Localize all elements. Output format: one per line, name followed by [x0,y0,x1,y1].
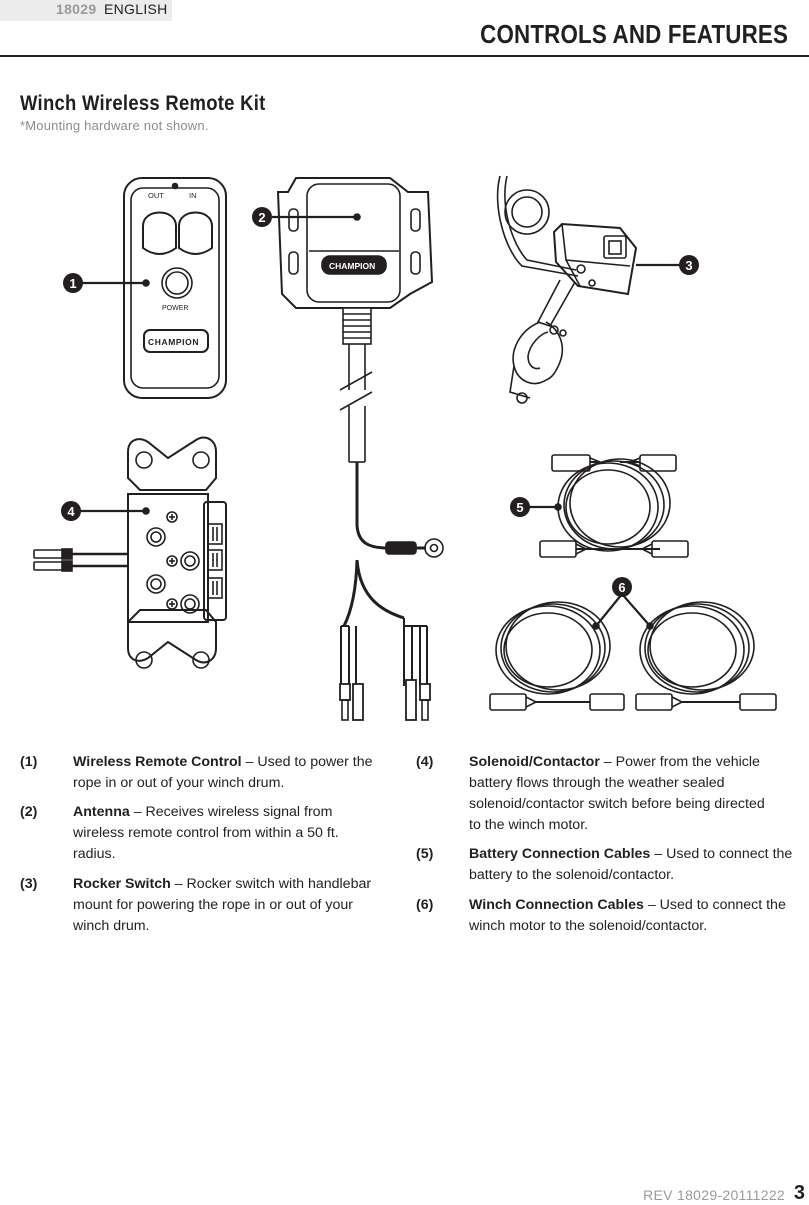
callout-2: 2 [252,207,272,227]
solenoid-drawing [33,436,227,669]
kit-title: Winch Wireless Remote Kit [20,92,266,115]
winch-cables-drawing [489,593,777,711]
description-text: – Used to power the rope in or out of yo… [73,754,373,791]
antenna-brand-logo: CHAMPION [329,261,375,271]
header-rule [0,55,809,57]
kit-note: *Mounting hardware not shown. [20,118,209,133]
language-label: ENGLISH [104,1,168,17]
description-text: – Used to connect the battery to the sol… [469,846,793,883]
description-text: – Power from the vehicle battery flows t… [469,754,765,833]
wireless-remote-drawing: OUT IN POWER CHAMPION [123,177,227,399]
description-number: (4) [416,754,434,770]
description-number: (3) [20,876,38,892]
description-number: (2) [20,804,38,820]
model-number: 18029 [56,1,97,17]
description-term: Wireless Remote Control [73,754,242,770]
antenna-drawing: CHAMPION [276,177,444,721]
description-text: – Used to connect the winch motor to the… [469,897,786,934]
page-number: 3 [793,1182,805,1204]
revision-label: REV 18029-20111222 [643,1187,785,1203]
description-term: Winch Connection Cables [469,897,644,913]
rocker-switch-drawing [496,175,680,404]
header-tab: 18029 ENGLISH [0,0,172,21]
callout-1: 1 [63,273,83,293]
callout-5: 5 [510,497,530,517]
svg-text:4: 4 [67,504,75,519]
description-term: Antenna [73,804,130,820]
callout-4: 4 [61,501,81,521]
kit-illustration: OUT IN POWER CHAMPION CHAMPION [33,175,777,721]
svg-text:6: 6 [618,580,625,595]
description-text: – Rocker switch with handlebar mount for… [73,876,372,934]
description-term: Rocker Switch [73,876,171,892]
callout-3: 3 [679,255,699,275]
battery-cables-drawing [520,454,689,558]
section-title: CONTROLS AND FEATURES [480,19,788,49]
remote-brand-logo: CHAMPION [148,337,199,347]
description-term: Solenoid/Contactor [469,754,600,770]
description-number: (6) [416,897,434,913]
remote-in-label: IN [189,191,197,200]
svg-text:2: 2 [258,210,265,225]
remote-power-label: POWER [162,305,188,312]
description-term: Battery Connection Cables [469,846,651,862]
remote-out-label: OUT [148,191,164,200]
description-number: (5) [416,846,434,862]
description-number: (1) [20,754,38,770]
svg-text:3: 3 [685,258,692,273]
svg-text:5: 5 [516,500,523,515]
callout-6: 6 [612,577,632,597]
svg-text:1: 1 [69,276,76,291]
description-text: – Receives wireless signal from wireless… [73,804,339,862]
